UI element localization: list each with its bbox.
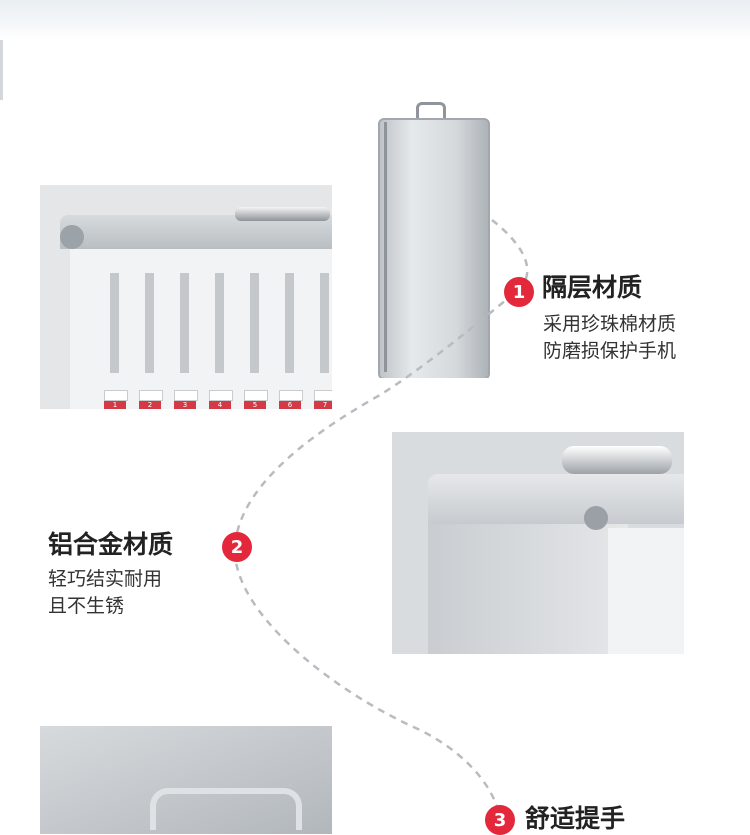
feature-2-description: 轻巧结实耐用 且不生锈 <box>48 566 162 620</box>
left-divider <box>0 40 3 100</box>
case-handle <box>235 207 330 221</box>
slot-divider <box>320 273 329 373</box>
slot-number-tag: 1 <box>104 401 126 409</box>
case-side <box>428 522 628 654</box>
feature-2-title: 铝合金材质 <box>48 530 174 559</box>
feature-2-badge: 2 <box>222 532 252 562</box>
feature-3-title: 舒适提手 <box>525 804 626 833</box>
case-handle <box>150 788 302 830</box>
feature-1-badge: 1 <box>504 277 534 307</box>
slot-divider <box>180 273 189 373</box>
slot-divider <box>215 273 224 373</box>
feature-3-badge: 3 <box>485 805 515 835</box>
feature-1-title: 隔层材质 <box>542 273 643 302</box>
slot-divider <box>110 273 119 373</box>
slot-name-label <box>104 390 128 401</box>
product-photo-corner <box>392 432 684 654</box>
product-photo-tall-case <box>378 100 490 378</box>
feature-1-line-2: 防磨损保护手机 <box>543 340 677 362</box>
slot-name-label <box>279 390 303 401</box>
case-body <box>378 118 490 378</box>
feature-2-line-2: 且不生锈 <box>48 595 125 617</box>
case-rim <box>384 122 387 372</box>
top-band <box>0 0 750 40</box>
feature-2-line-1: 轻巧结实耐用 <box>48 568 163 590</box>
product-photo-handle <box>40 726 332 834</box>
slot-name-label <box>314 390 332 401</box>
slot-number-tag: 4 <box>209 401 231 409</box>
case-corner-cap <box>584 506 608 530</box>
product-photo-slots: 1 2 3 4 5 6 7 <box>40 185 332 409</box>
slot-name-label <box>244 390 268 401</box>
slot-name-label <box>139 390 163 401</box>
slot-number-tag: 3 <box>174 401 196 409</box>
case-handle <box>416 102 446 121</box>
slot-divider <box>250 273 259 373</box>
slot-number-tag: 5 <box>244 401 266 409</box>
slot-number-tag: 6 <box>279 401 301 409</box>
slot-divider <box>285 273 294 373</box>
slot-divider <box>145 273 154 373</box>
case-window <box>608 528 684 654</box>
feature-1-description: 采用珍珠棉材质 防磨损保护手机 <box>543 311 676 365</box>
slot-name-label <box>174 390 198 401</box>
slot-number-tag: 7 <box>314 401 332 409</box>
slot-number-tag: 2 <box>139 401 161 409</box>
feature-1-line-1: 采用珍珠棉材质 <box>543 313 677 335</box>
case-top <box>428 474 684 524</box>
case-handle <box>562 446 672 474</box>
slot-name-label <box>209 390 233 401</box>
case-corner-cap <box>60 225 84 249</box>
